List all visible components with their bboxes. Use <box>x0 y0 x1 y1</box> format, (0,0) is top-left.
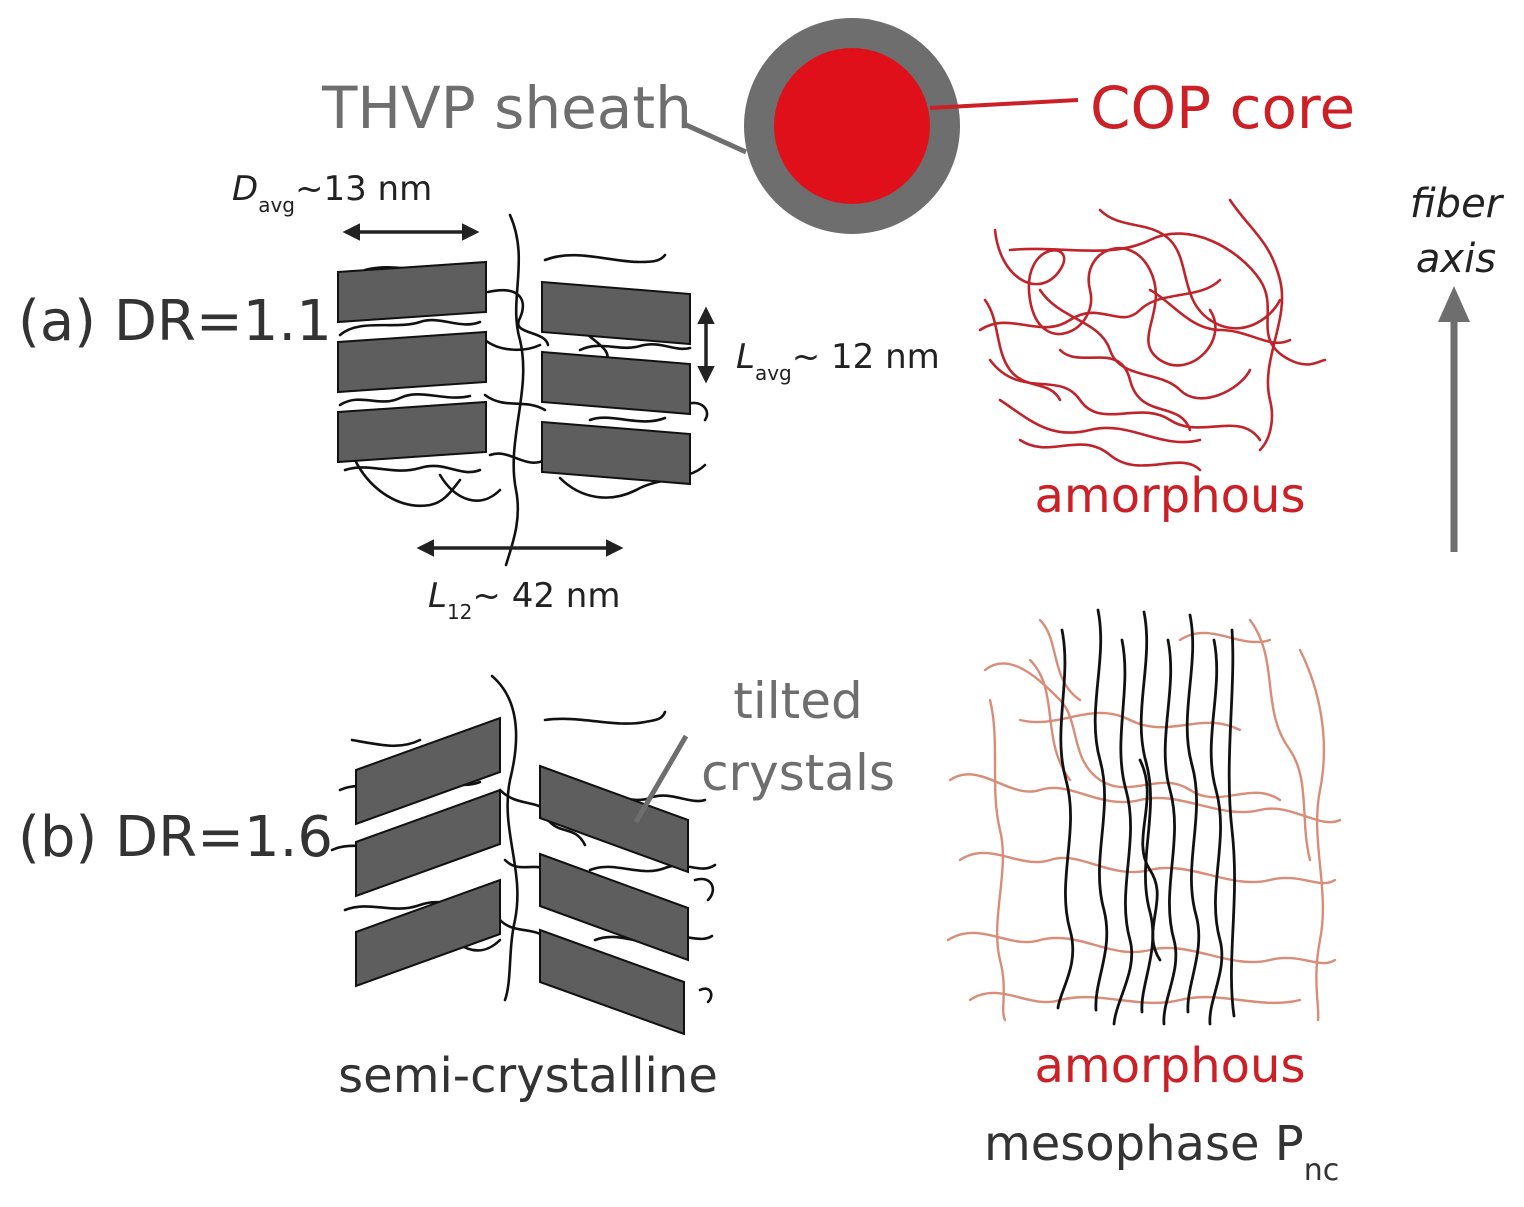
fiber-axis-arrow-head <box>1438 286 1470 322</box>
crystal-lamella <box>337 330 487 394</box>
mesophase-label: mesophase Pnc <box>984 1116 1339 1188</box>
crystal-lamella <box>541 350 691 416</box>
cop-core <box>774 48 930 204</box>
crystal-lamella <box>355 788 501 898</box>
panel-a-dimensions <box>342 223 715 557</box>
fiber-axis-label-line2: axis <box>1416 236 1496 282</box>
panel-b-mesophase-chains <box>1056 608 1236 1026</box>
crystal-lamella <box>539 928 685 1036</box>
l-avg-label: Lavg~ 12 nm <box>736 337 940 385</box>
panel-a-amorphous-tangle <box>978 198 1327 472</box>
core-label: COP core <box>1090 74 1355 142</box>
panel-a-label: (a) DR=1.1 <box>18 289 332 354</box>
d-avg-label: Davg~13 nm <box>232 169 432 217</box>
crystal-lamella <box>337 260 487 324</box>
semi-crystalline-label: semi-crystalline <box>338 1048 718 1104</box>
core-leader-line <box>929 98 1079 110</box>
sheath-leader-line <box>682 121 748 155</box>
fiber-axis: fiber axis <box>1410 181 1505 552</box>
panel-b-crystals <box>355 716 689 1036</box>
tilted-crystals-label-line1: tilted <box>733 672 863 730</box>
crystal-lamella <box>355 716 501 826</box>
crystal-lamella <box>541 280 691 346</box>
crystal-lamella <box>337 400 487 464</box>
panel-b-amorphous-label: amorphous <box>1035 1038 1306 1094</box>
l-12-label: L12~ 42 nm <box>428 576 620 624</box>
crystal-lamella <box>541 420 691 486</box>
panel-a-amorphous-label: amorphous <box>1035 468 1306 524</box>
crystal-lamella <box>539 764 689 874</box>
crystal-lamella <box>355 878 501 988</box>
fiber-cross-section: THVP sheath COP core <box>321 18 1355 234</box>
sheath-label: THVP sheath <box>321 74 692 142</box>
tilted-crystals-leader-line <box>633 734 689 824</box>
tilted-crystals-label-line2: crystals <box>701 744 895 802</box>
fiber-axis-label-line1: fiber <box>1410 181 1505 227</box>
crystal-lamella <box>539 852 689 962</box>
panel-a-crystals <box>337 260 691 486</box>
panel-b-chains <box>330 674 717 1004</box>
panel-b-label: (b) DR=1.6 <box>18 805 333 870</box>
